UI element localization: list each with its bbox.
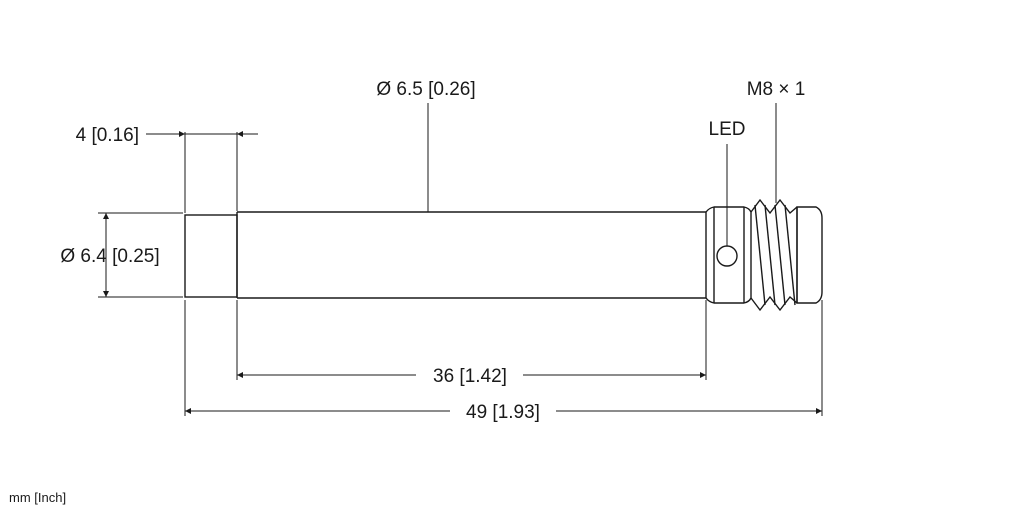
dim-body-diameter: Ø 6.5 [0.26] [376,79,476,212]
sensor-outline [184,198,823,312]
thread-connector [750,198,798,312]
dim-body-length: 36 [1.42] [237,366,706,387]
dim-total-length: 49 [1.93] [185,402,822,423]
front-length-label: 4 [0.16] [76,125,139,146]
led-window [716,245,738,267]
thread-label: M8 × 1 [747,79,806,100]
dim-front-diameter: Ø 6.4 [0.25] [60,213,160,297]
total-length-label: 49 [1.93] [466,402,540,423]
units-note: mm [Inch] [9,490,66,505]
body-length-label: 36 [1.42] [433,366,507,387]
dim-led: LED [709,119,746,246]
body-diameter-label: Ø 6.5 [0.26] [376,79,475,100]
led-label: LED [709,119,746,140]
extension-lines [98,132,823,416]
dim-front-length: 4 [0.16] [76,125,258,146]
connector-end [796,206,823,304]
front-diameter-label: Ø 6.4 [0.25] [60,246,159,267]
sensing-face [184,214,238,298]
led-housing [705,206,752,304]
dim-thread: M8 × 1 [747,79,806,203]
